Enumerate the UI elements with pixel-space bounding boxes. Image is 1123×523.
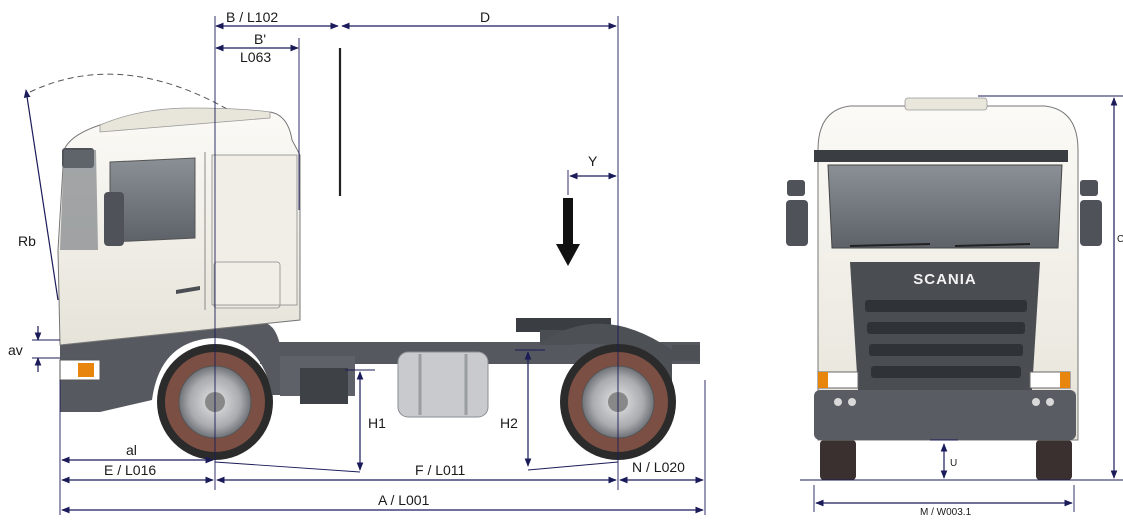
label-h1: H1 (368, 415, 386, 431)
load-arrow (556, 198, 580, 266)
label-rb: Rb (18, 233, 36, 249)
label-al: al (126, 442, 137, 458)
label-f-l011: F / L011 (415, 462, 466, 478)
label-av: av (8, 342, 23, 358)
cab-lower-body (60, 322, 280, 412)
cab-tilt-arc (29, 73, 301, 161)
front-bumper (814, 390, 1076, 440)
label-b-prime: B' (254, 31, 266, 47)
label-d: D (480, 9, 490, 25)
label-m-w003: M / W003.1 (920, 507, 972, 518)
label-u: U (950, 458, 957, 469)
label-n-l020: N / L020 (632, 459, 685, 475)
fuel-tank (397, 351, 489, 418)
label-l063: L063 (240, 49, 271, 65)
front-view: SCANIA U M / W003.1 C (786, 95, 1123, 518)
label-b-l102: B / L102 (226, 9, 278, 25)
label-a-l001: A / L001 (378, 492, 430, 508)
label-e-l016: E / L016 (104, 462, 156, 478)
label-c: C (1117, 234, 1123, 245)
scania-logo-text: SCANIA (913, 271, 977, 288)
label-y: Y (588, 153, 598, 169)
label-h2: H2 (500, 415, 518, 431)
rear-mudguard (538, 323, 672, 392)
side-mirror (104, 192, 124, 246)
front-windshield (827, 164, 1063, 249)
side-view: B / L102 B' L063 D Y Rb av al E / L016 (8, 9, 706, 515)
